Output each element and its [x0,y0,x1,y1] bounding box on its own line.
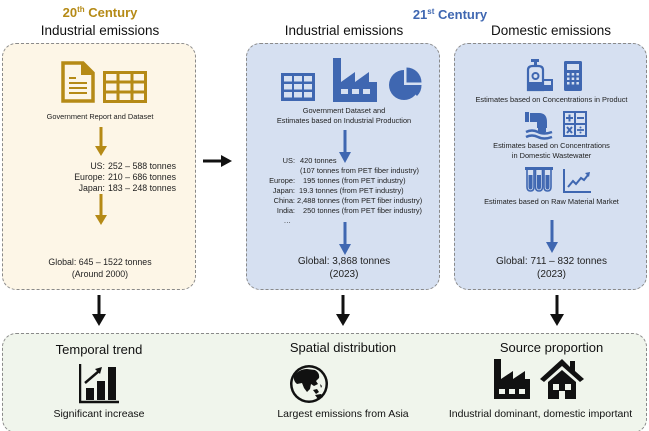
region-label: … [283,216,291,225]
global-note: (Around 2000) [71,269,129,279]
region-row: Japan:183 – 248 tonnes [43,183,183,194]
arrow-down-icon [339,130,351,163]
region-value: 2,488 tonnes (from PET fiber industry) [297,196,423,205]
region-label: US: [282,156,295,165]
conclusion-title-temporal: Temporal trend [55,342,143,357]
region-row: Europe:210 – 686 tonnes [43,172,183,183]
wastewater-pipe-icon [525,112,553,140]
region-label: US: [90,161,105,171]
region-label: Japan: [272,186,295,195]
arrow-right-icon [203,155,232,167]
method-label-line1: Estimates based on Concentrations [493,141,610,150]
conclusions-panel: Temporal trend Significant increase Spat… [2,333,647,431]
header-21st-century: 21st Century [350,7,550,22]
conclusion-title-spatial: Spatial distribution [289,340,397,355]
arrow-down-icon [336,295,350,326]
region-label [253,166,295,176]
pie-chart-icon [389,67,422,100]
region-value: 183 – 248 tonnes [108,183,176,193]
method-label-line2: in Domestic Wastewater [511,151,592,160]
region-row: US: 420 tonnes [253,156,439,166]
region-row: Europe: 195 tonnes (from PET industry) [253,176,439,186]
region-row: … [253,216,439,226]
arrow-down-icon [550,295,564,326]
arrow-down-icon [95,194,107,225]
factory-icon [333,58,377,102]
arrow-down-icon [95,127,107,156]
region-list: US:252 – 588 tonnes Europe:210 – 686 ton… [43,161,183,194]
panel-20th-industrial: Government Report and Dataset US:252 – 5… [2,43,196,290]
region-list: US: 420 tonnes (107 tonnes from PET fiber… [253,156,439,226]
calculator-icon [564,61,582,91]
region-value: 420 tonnes [300,156,337,165]
source-label-line2: Estimates based on Industrial Production [276,116,412,125]
method-label: Estimates based on Raw Material Market [484,197,619,206]
region-row: US:252 – 588 tonnes [43,161,183,172]
region-label: Europe: [74,172,105,182]
panel21-industrial-title: Industrial emissions [284,23,404,38]
global-total: Global: 645 – 1522 tonnes [48,257,152,267]
region-value: 250 tonnes (from PET fiber industry) [303,206,422,215]
test-tubes-icon [525,167,553,192]
global-total: Global: 3,868 tonnes [297,256,391,267]
century-suffix: th [77,5,85,14]
region-row: (107 tonnes from PET fiber industry) [253,166,439,176]
bar-chart-increase-icon [79,364,119,404]
factory-icon [494,359,530,399]
region-value: 195 tonnes (from PET industry) [303,176,406,185]
region-label: Japan: [78,183,105,193]
region-value: (107 tonnes from PET fiber industry) [300,166,419,175]
house-icon [540,359,584,399]
method-label: Estimates based on Concentrations in Pro… [475,95,628,104]
global-note: (2023) [537,269,566,280]
table-icon [281,73,315,101]
panel20-title: Industrial emissions [40,23,160,38]
region-label: India: [276,206,295,215]
arrow-down-icon [546,220,558,253]
globe-asia-icon [290,365,328,403]
region-row: China:2,488 tonnes (from PET fiber indus… [253,196,439,206]
panel21-domestic-title: Domestic emissions [490,23,612,38]
math-operators-icon [563,111,587,137]
panel-21st-domestic: Estimates based on Concentrations in Pro… [454,43,647,290]
region-value: 19.3 tonnes (from PET industry) [299,186,404,195]
arrow-down-icon [92,295,106,326]
conclusion-subtitle-temporal: Significant increase [53,408,145,420]
conclusion-subtitle-spatial: Largest emissions from Asia [277,408,409,420]
source-label-line1: Government Dataset and [302,106,386,115]
document-icon [61,61,95,103]
region-value: 210 – 686 tonnes [108,172,176,182]
century-suffix: st [427,7,435,16]
header-20th-century: 20th Century [2,5,198,20]
century-number: 21 [412,7,428,22]
region-row: India: 250 tonnes (from PET fiber industr… [253,206,439,216]
table-icon [103,71,147,103]
region-row: Japan: 19.3 tonnes (from PET industry) [253,186,439,196]
global-total: Global: 711 – 832 tonnes [495,256,607,267]
arrow-down-icon [339,222,351,255]
conclusion-title-source: Source proportion [499,340,604,355]
conclusion-subtitle-source: Industrial dominant, domestic important [448,408,633,420]
line-chart-icon [563,169,591,193]
global-note: (2023) [329,269,359,280]
panel-21st-industrial: Government Dataset and Estimates based o… [246,43,440,290]
region-label: China: [273,196,295,205]
bottle-icon [526,59,553,92]
region-value: 252 – 588 tonnes [108,161,176,171]
century-number: 20 [62,5,78,20]
source-label: Government Report and Dataset [46,112,154,121]
century-word: Century [434,7,488,22]
region-label: Europe: [269,176,295,185]
century-word: Century [84,5,138,20]
